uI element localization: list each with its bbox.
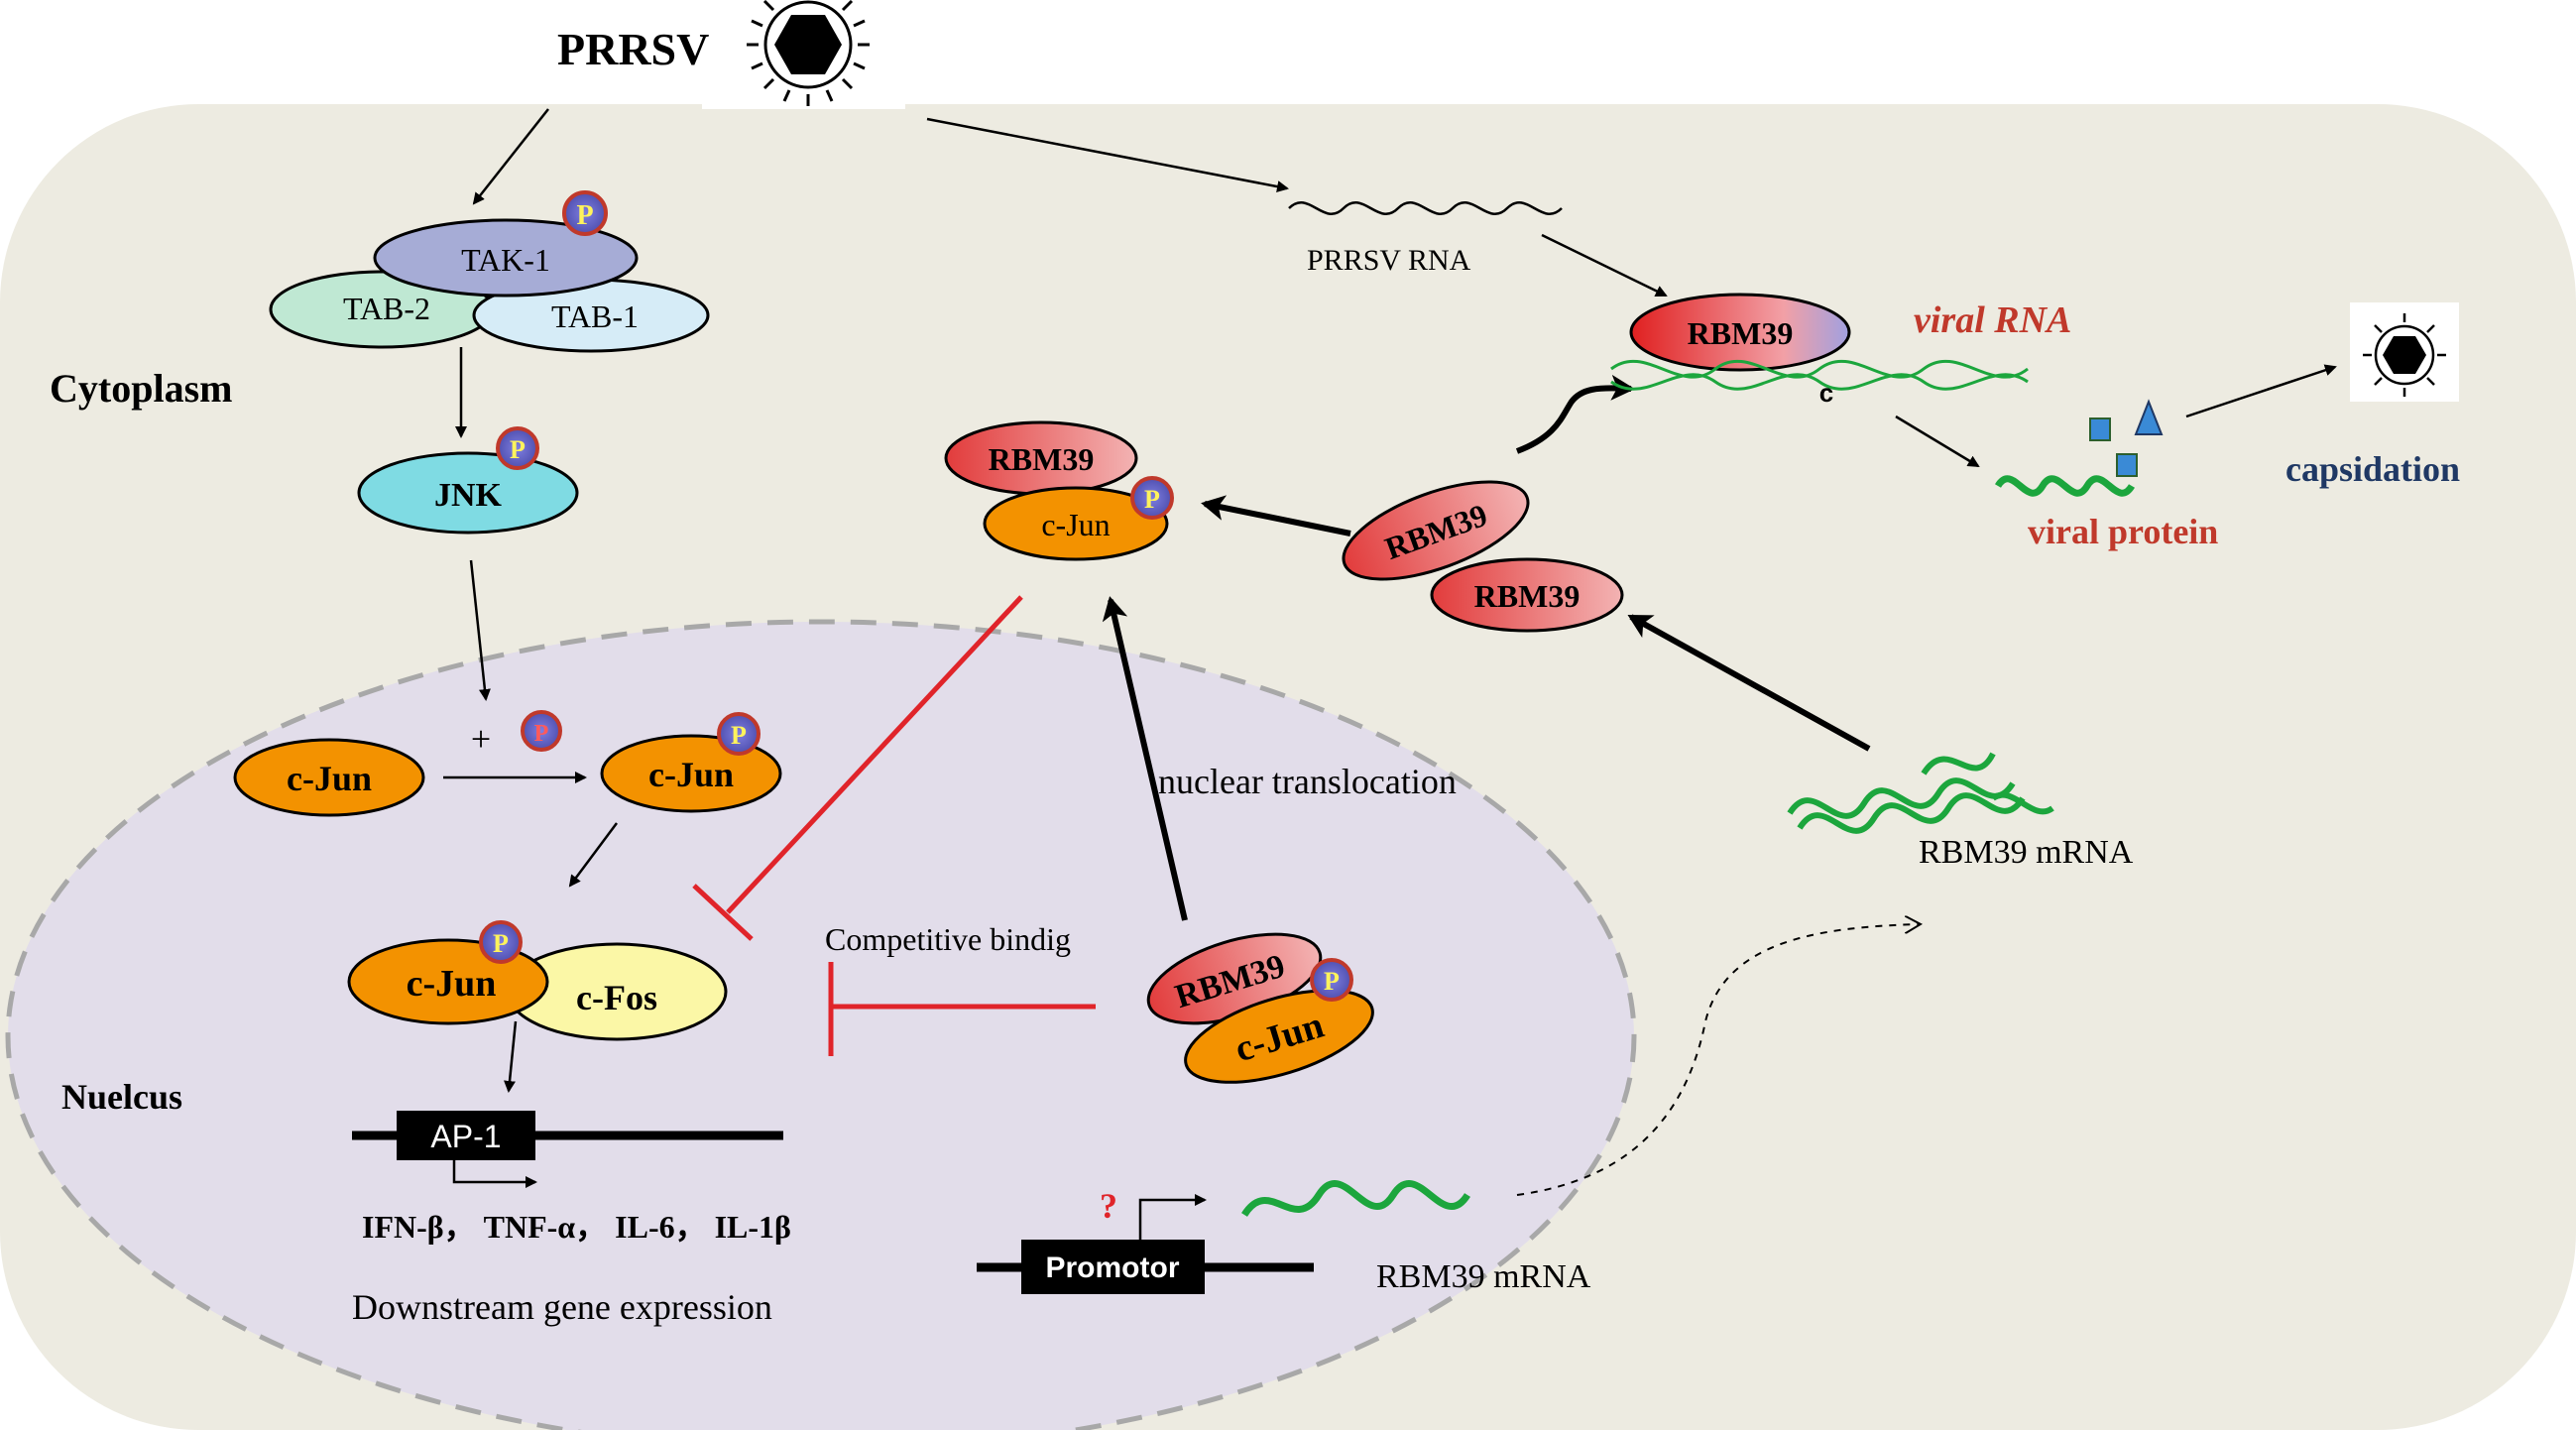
rbm39-label: RBM39 [1688,315,1794,351]
phospho-icon [717,712,761,756]
arrow-jnk-nucleus [469,559,491,701]
title: PRRSV [557,24,709,74]
cytoplasm-rbm39-cjun-complex: RBM39 c-Jun P [944,420,1174,561]
cytokines-label: IFN-β， TNF-α， IL-6， IL-1β [362,1209,791,1245]
arrow-mrna-rbm39 [1627,614,1871,752]
inhibition-line [726,595,1023,914]
nuclear-rbm39-cjun-complex: RBM39 c-Jun P [1146,932,1374,1084]
protein-square-icon [2116,453,2138,477]
tak1-ellipse [373,218,639,298]
arrow-nuclear-translocation [1102,596,1188,921]
rbm39-mrna-nucleus [1241,1180,1470,1218]
rbm39-viral-rna-complex: RBM39 c [1610,293,2029,408]
phospho-icon [496,426,539,470]
arrow-rna-rbm39 [1541,233,1668,298]
arrow-prrsv-rna [926,117,1289,192]
promotor-label: Promotor [1046,1251,1180,1284]
cjun-label: c-Jun [287,759,372,798]
question-mark: ? [1100,1186,1117,1226]
cjun-phosphorylated: c-Jun P [600,712,782,813]
rbm39-label: RBM39 [1474,578,1581,614]
protein-triangle-icon [2134,399,2164,435]
jnk-node: JNK P [357,426,579,535]
phospho-label: P [731,721,747,750]
arrow-cjun-ap1complex [568,822,619,888]
rbm39-ellipse [1629,293,1851,372]
phospho-icon [1310,958,1353,1002]
ap1-label: AP-1 [430,1119,501,1154]
rbm39-mrna-cytoplasm [1787,752,2054,834]
cytoplasm-label: Cytoplasm [50,366,232,411]
nucleus [5,619,1637,1430]
viral-rna-label: viral RNA [1914,299,2071,341]
cfos-label: c-Fos [576,978,657,1017]
viral-protein-mrna [1995,475,2135,497]
tak1-label: TAK-1 [461,242,550,278]
c-mark: c [1819,378,1833,408]
rbm39-mrna-nucleus-label: RBM39 mRNA [1376,1258,1591,1295]
phospho-label: P [534,721,549,747]
virus-icon [747,0,870,106]
prrsv-rna-strand [1288,201,1563,215]
promoter-start-arrow [1138,1194,1207,1240]
arrow-capsidation [2185,364,2337,418]
rbm39-mrna-label: RBM39 mRNA [1919,834,2134,871]
tak-complex: TAK-1 TAB-2 TAB-1 P [269,190,710,353]
cjun-unphosphorylated: c-Jun [233,738,425,817]
arrow-rbm39-viral-rna [1515,374,1635,454]
phospho-icon [521,710,562,752]
competitive-binding-label: Competitive bindig [825,921,1071,957]
tab1-label: TAB-1 [551,298,639,334]
nucleus-label: Nuelcus [61,1077,182,1117]
cjun-label: c-Jun [1041,507,1110,542]
protein-square-icon [2089,417,2111,441]
jnk-label: JNK [434,477,503,514]
nuclear-translocation-label: nuclear translocation [1158,762,1457,801]
jnk-ellipse [357,451,579,535]
arrow-prrsv-tak [472,108,549,205]
viral-rna-strand [1610,373,2029,391]
phospho-icon [479,920,523,964]
tab2-label: TAB-2 [343,291,430,326]
plus-sign: + [471,719,491,759]
arrow-rbm39-bind-cjun [1201,495,1351,536]
arrow-translation [1895,415,1980,468]
promotor-box [1021,1240,1205,1294]
arrow-complex-ap1 [504,1020,518,1093]
inhibition-bar [692,884,754,941]
free-rbm39: RBM39 RBM39 [1342,480,1624,633]
phospho-label: P [493,929,509,958]
transcription-start-arrow [452,1160,537,1188]
rbm39-label: RBM39 [989,441,1095,477]
ap1-box [397,1111,535,1160]
phospho-label: P [1324,967,1340,996]
downstream-label: Downstream gene expression [352,1287,772,1327]
capsidation-label: capsidation [2285,449,2460,489]
arrow-mrna-export [1516,924,1919,1196]
cjun-cfos-complex: c-Jun c-Fos P [347,920,728,1041]
phospho-label: P [510,435,526,464]
viral-protein-label: viral protein [2028,512,2218,551]
phospho-label: P [1144,485,1160,514]
cjun-label: c-Jun [407,963,497,1005]
phospho-icon [1130,476,1174,520]
prrsv-rna-label: PRRSV RNA [1307,244,1471,277]
virus-icon [2363,313,2446,397]
phospho-icon [562,190,608,236]
cjun-label: c-Jun [648,755,734,794]
phospho-label: P [576,200,593,231]
